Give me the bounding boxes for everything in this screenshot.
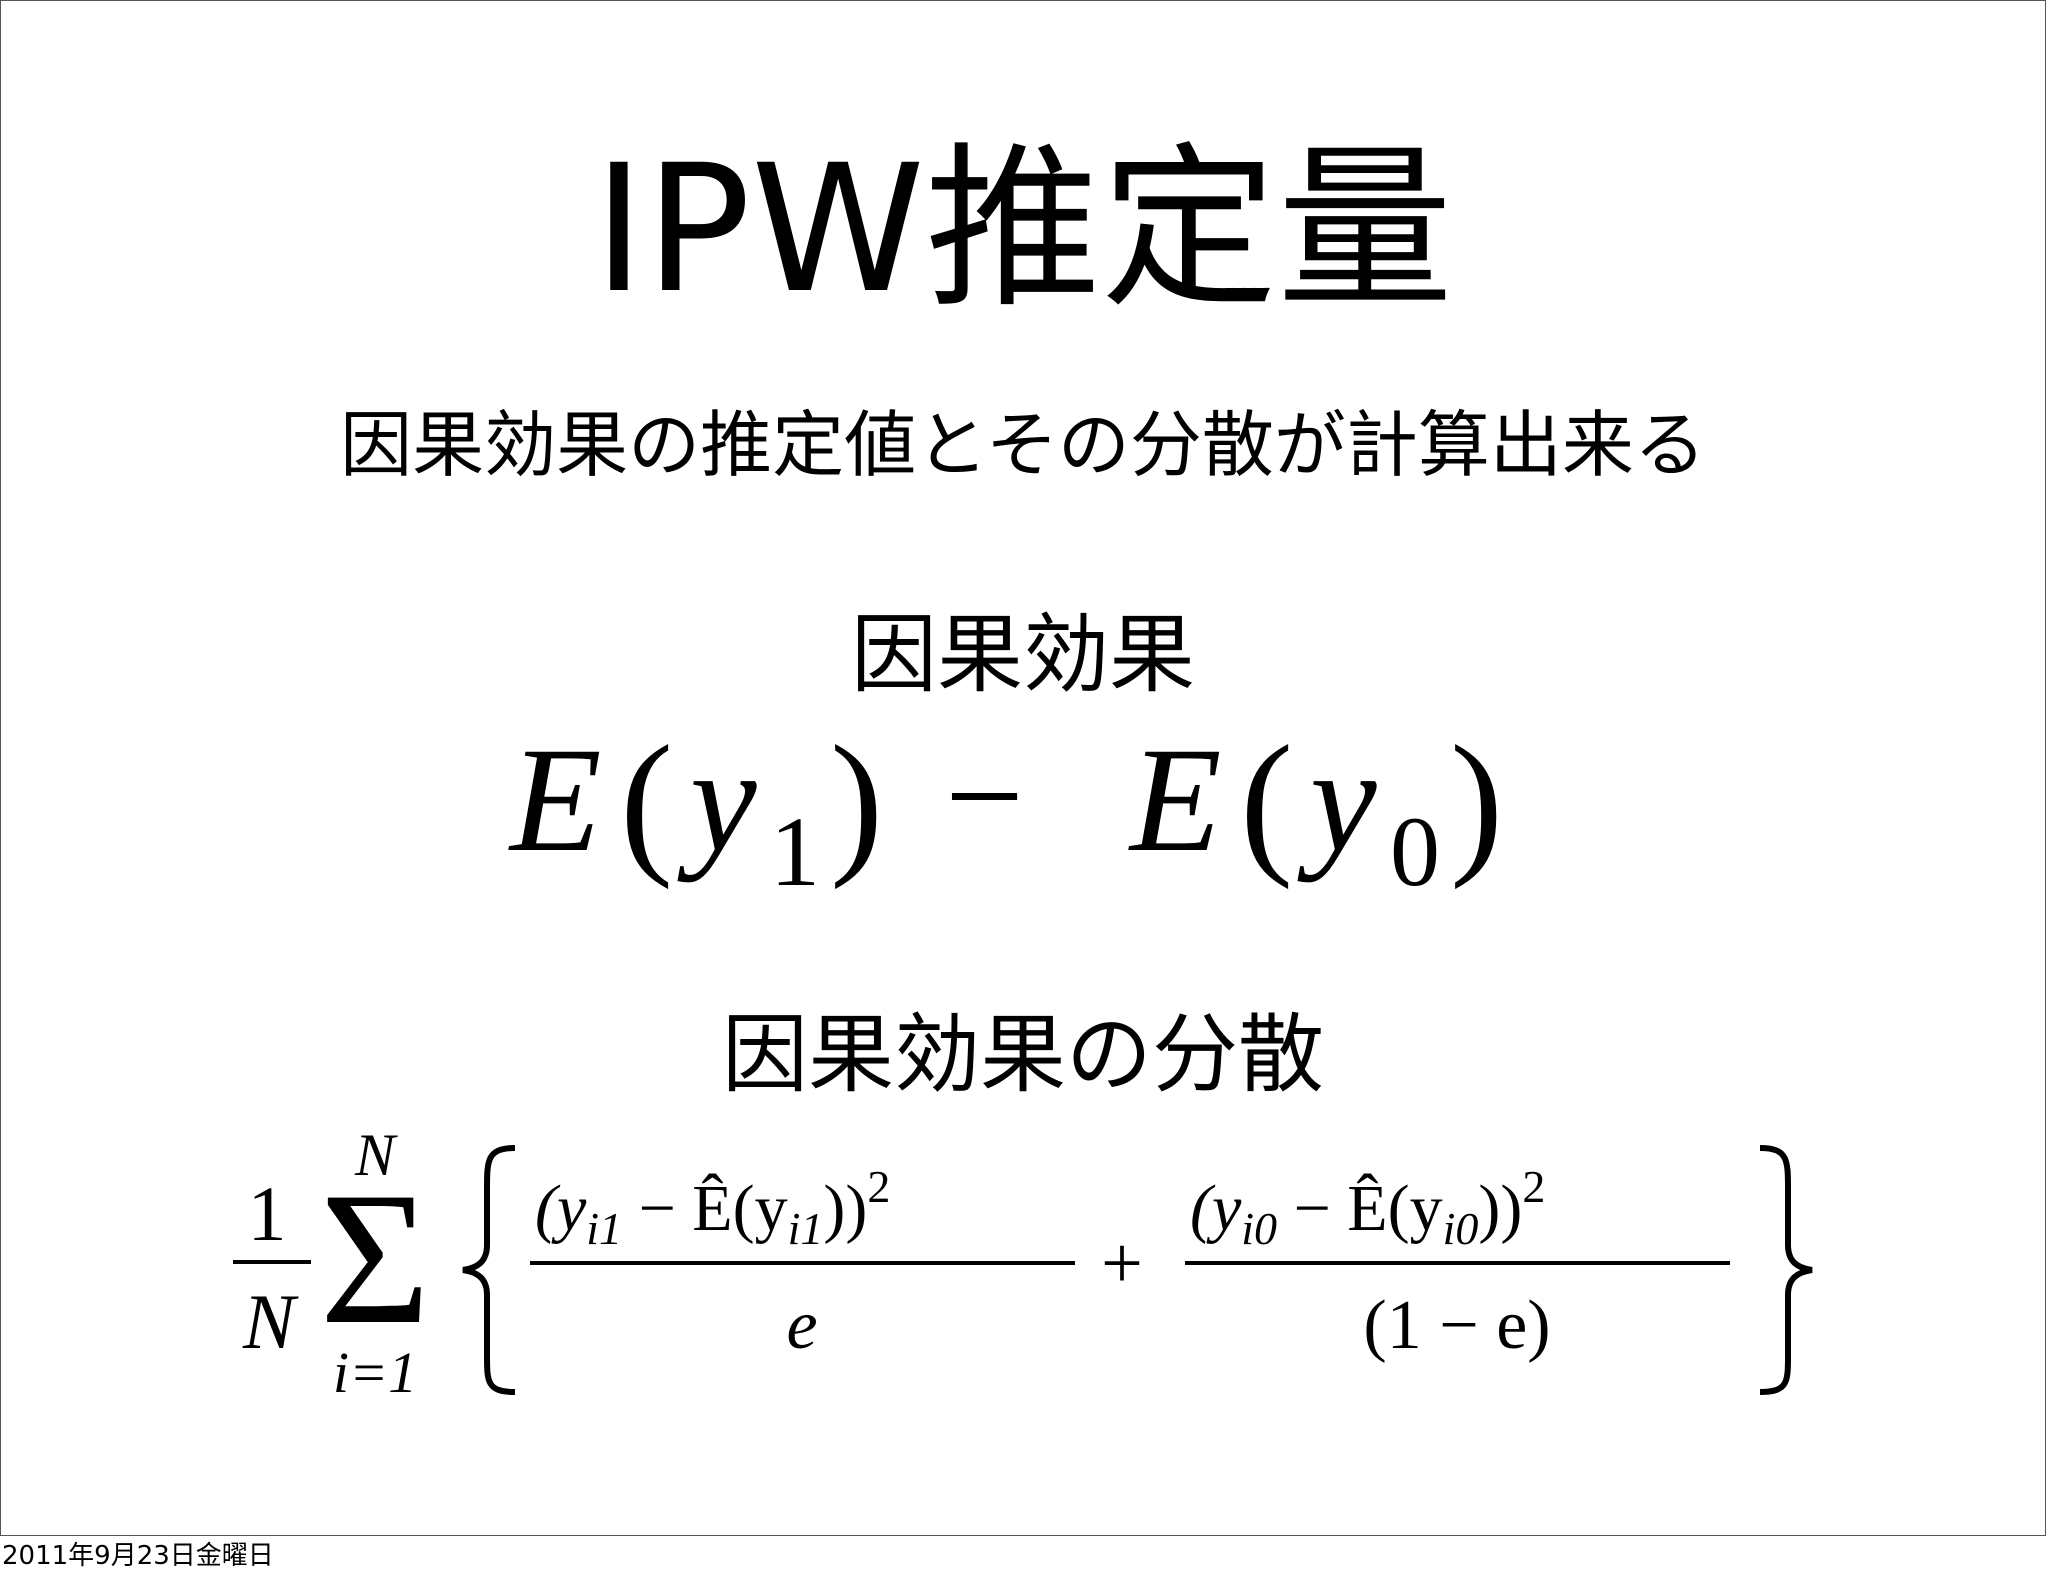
num1-sub2: i1 bbox=[788, 1203, 824, 1254]
sum-symbol: Σ bbox=[320, 1154, 431, 1364]
fraction-treated: (yi1 − Ê(yi1))2 e bbox=[530, 1161, 1075, 1364]
effect-y1: y bbox=[677, 717, 757, 883]
effect-minus: − bbox=[945, 719, 1024, 874]
effect-E1: E bbox=[508, 717, 602, 883]
causal-effect-label: 因果効果 bbox=[851, 605, 1195, 705]
fraction-control: (yi0 − Ê(yi0))2 (1 − e) bbox=[1185, 1161, 1730, 1364]
effect-sub1: 1 bbox=[770, 796, 820, 907]
right-brace bbox=[1759, 1145, 1813, 1395]
effect-paren-close-0: ) bbox=[1450, 712, 1503, 890]
footer-date: 2011年9月23日金曜日 bbox=[2, 1541, 274, 1571]
effect-paren-close-1: ) bbox=[830, 712, 883, 890]
effect-sub0: 0 bbox=[1390, 796, 1440, 907]
num1-mid: − Ê(y bbox=[622, 1172, 788, 1245]
slide-subtitle: 因果効果の推定値とその分散が計算出来る bbox=[340, 403, 1706, 487]
sum-upper-limit: N bbox=[354, 1130, 398, 1188]
num1-sub: i1 bbox=[586, 1203, 622, 1254]
num2-open: (yi0 − Ê(yi0))2 bbox=[1190, 1161, 1545, 1254]
num2-sub: i0 bbox=[1241, 1203, 1277, 1254]
variance-plus: + bbox=[1101, 1223, 1143, 1305]
ipw-variance-formula: 1 N N Σ i=1 (yi1 − Ê(yi1))2 e + (yi0 − Ê… bbox=[233, 1130, 1813, 1405]
num2-y: (y bbox=[1190, 1172, 1242, 1245]
variance-numerator-one: 1 bbox=[248, 1170, 287, 1257]
num2-sub2: i0 bbox=[1443, 1203, 1479, 1254]
den2: (1 − e) bbox=[1363, 1287, 1550, 1364]
variance-denominator-N: N bbox=[242, 1278, 299, 1365]
num1-y: (y bbox=[535, 1172, 587, 1245]
causal-effect-formula: E ( y 1 ) − E ( y 0 ) bbox=[508, 712, 1503, 907]
num1-end: )) bbox=[823, 1172, 867, 1245]
slide-frame bbox=[0, 0, 2046, 1536]
num1-sup: 2 bbox=[867, 1161, 890, 1212]
num2-end: )) bbox=[1478, 1172, 1522, 1245]
sum-lower-limit: i=1 bbox=[333, 1340, 417, 1405]
num2-mid: − Ê(y bbox=[1277, 1172, 1443, 1245]
effect-y0: y bbox=[1297, 717, 1377, 883]
causal-effect-variance-label: 因果効果の分散 bbox=[722, 1005, 1324, 1105]
slide-title: IPW推定量 bbox=[592, 127, 1454, 332]
num2-sup: 2 bbox=[1522, 1161, 1545, 1212]
den1: e bbox=[786, 1287, 817, 1364]
effect-paren-open-1: ( bbox=[620, 712, 673, 890]
effect-paren-open-0: ( bbox=[1240, 712, 1293, 890]
num1-open: (yi1 − Ê(yi1))2 bbox=[535, 1161, 890, 1254]
left-brace bbox=[462, 1145, 516, 1395]
effect-E0: E bbox=[1128, 717, 1222, 883]
